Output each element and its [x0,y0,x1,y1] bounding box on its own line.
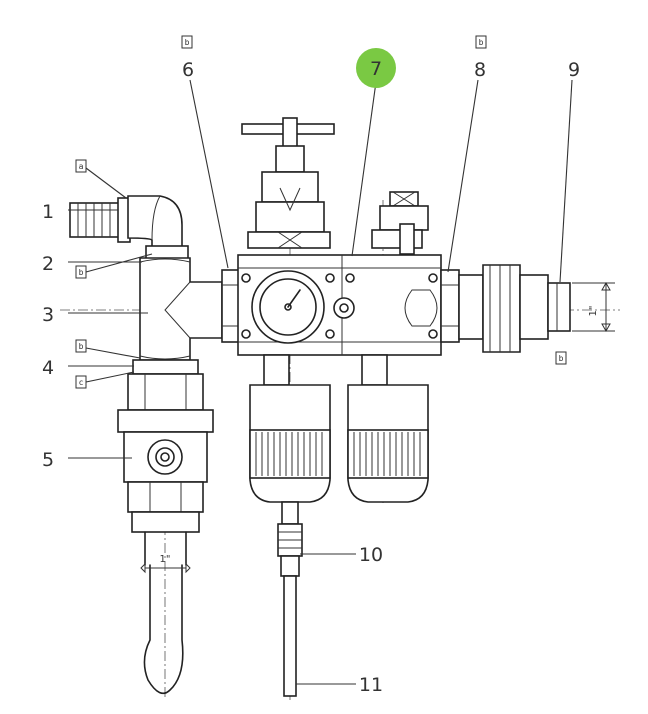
callout-6: 6 [182,59,194,81]
dimension-pipe-bottom: 1" [160,554,171,565]
lubricator-bowl-ridges [353,432,421,476]
outlet-pipe [140,531,191,695]
callout-5: 5 [42,449,54,471]
elbow-fitting [127,195,189,261]
right-connector [440,269,460,343]
tag-b-2: b [79,268,84,277]
tee-fitting [139,257,223,361]
tag-c: c [79,378,84,387]
dimension-pipe-right: 1" [588,306,599,317]
callout-4: 4 [42,357,54,379]
nipple [127,359,204,411]
drain-fitting [277,501,303,697]
leader-lines [68,79,573,685]
tag-b-6: b [185,38,190,47]
ball-valve [117,409,214,533]
callout-2: 2 [42,253,54,275]
callout-7: 7 [370,58,382,80]
callout-7-highlight [356,48,396,88]
quick-coupling [69,197,131,243]
filter-bowl-ridges [255,432,323,476]
detail-tags: a b b c b b b [75,35,567,389]
tag-b-4: b [79,342,84,351]
frl-unit [237,117,442,503]
callout-9: 9 [568,59,580,81]
callout-1: 1 [42,201,54,223]
union-fitting [458,264,615,353]
tag-a: a [79,162,84,171]
callout-3: 3 [42,304,54,326]
callout-10: 10 [359,544,383,566]
callout-8: 8 [474,59,486,81]
callouts: 1 2 3 4 5 6 7 8 9 10 11 [42,48,580,696]
callout-11: 11 [359,674,383,696]
tag-b-9: b [559,354,564,363]
tag-b-8: b [479,38,484,47]
